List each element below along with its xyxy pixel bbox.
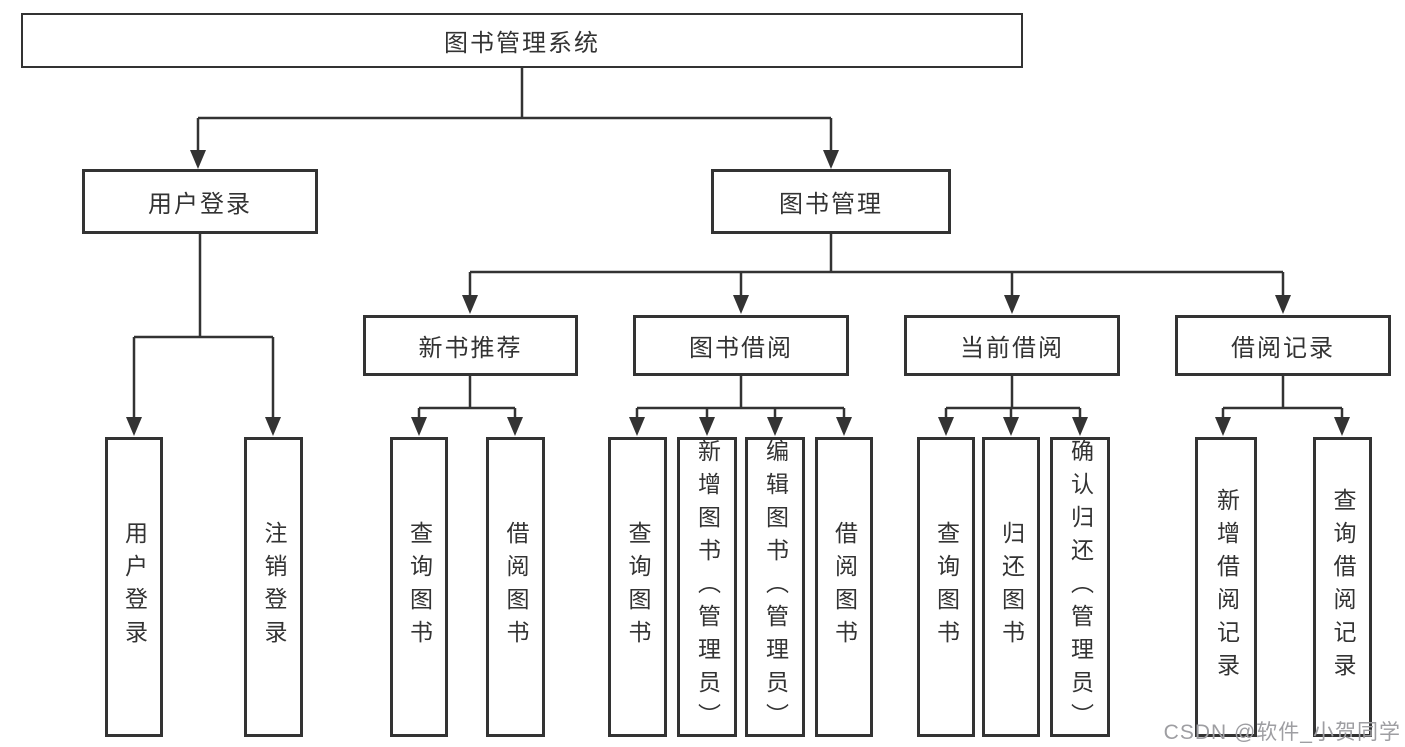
connector-records-to-leaves bbox=[1215, 376, 1350, 436]
leaf-current-confirm-return-admin: 确认归还（管理员） bbox=[1050, 437, 1110, 737]
leaf-borrow-query-books-label: 查询图书 bbox=[625, 521, 651, 653]
leaf-borrow-add-books-admin-label: 新增图书（管理员） bbox=[694, 438, 721, 736]
leaf-borrow-edit-books-admin-label: 编辑图书（管理员） bbox=[762, 438, 789, 736]
node-root-system: 图书管理系统 bbox=[21, 13, 1023, 68]
leaf-current-query-books-label: 查询图书 bbox=[933, 521, 960, 653]
leaf-recommend-query-books: 查询图书 bbox=[390, 437, 448, 737]
leaf-user-login-label: 用户登录 bbox=[121, 521, 148, 653]
leaf-borrow-edit-books-admin: 编辑图书（管理员） bbox=[745, 437, 805, 737]
node-current-borrow: 当前借阅 bbox=[904, 315, 1120, 376]
leaf-recommend-borrow-books: 借阅图书 bbox=[486, 437, 545, 737]
connector-borrow-to-leaves bbox=[629, 376, 852, 436]
node-current-borrow-label: 当前借阅 bbox=[960, 335, 1064, 362]
node-book-management: 图书管理 bbox=[711, 169, 951, 234]
node-root-label: 图书管理系统 bbox=[444, 30, 600, 57]
leaf-user-login: 用户登录 bbox=[105, 437, 163, 737]
leaf-recommend-query-books-label: 查询图书 bbox=[406, 521, 433, 653]
leaf-records-query-record-label: 查询借阅记录 bbox=[1330, 488, 1356, 686]
csdn-watermark: CSDN @软件_小贺同学 bbox=[1163, 721, 1401, 744]
leaf-current-confirm-return-admin-label: 确认归还（管理员） bbox=[1067, 438, 1094, 736]
node-new-book-recommend: 新书推荐 bbox=[363, 315, 578, 376]
node-borrow-records-label: 借阅记录 bbox=[1231, 335, 1335, 362]
leaf-recommend-borrow-books-label: 借阅图书 bbox=[503, 521, 529, 653]
leaf-borrow-borrow-books: 借阅图书 bbox=[815, 437, 873, 737]
leaf-borrow-query-books: 查询图书 bbox=[608, 437, 667, 737]
leaf-records-add-record: 新增借阅记录 bbox=[1195, 437, 1257, 737]
node-book-borrow-label: 图书借阅 bbox=[689, 335, 793, 362]
connector-management-to-level3 bbox=[462, 234, 1291, 314]
leaf-current-return-books-label: 归还图书 bbox=[998, 521, 1025, 653]
connector-recommend-to-leaves bbox=[411, 376, 523, 436]
leaf-current-return-books: 归还图书 bbox=[982, 437, 1040, 737]
connector-current-to-leaves bbox=[938, 376, 1088, 436]
leaf-current-query-books: 查询图书 bbox=[917, 437, 975, 737]
connector-login-to-leaves bbox=[126, 234, 281, 436]
node-book-borrow: 图书借阅 bbox=[633, 315, 849, 376]
leaf-records-add-record-label: 新增借阅记录 bbox=[1213, 488, 1240, 686]
connector-root-to-level2 bbox=[190, 68, 839, 169]
node-book-management-label: 图书管理 bbox=[779, 191, 883, 218]
node-user-login: 用户登录 bbox=[82, 169, 318, 234]
node-user-login-label: 用户登录 bbox=[148, 191, 252, 218]
leaf-logout-label: 注销登录 bbox=[261, 521, 287, 653]
node-new-book-recommend-label: 新书推荐 bbox=[418, 335, 523, 362]
leaf-borrow-add-books-admin: 新增图书（管理员） bbox=[677, 437, 737, 737]
node-borrow-records: 借阅记录 bbox=[1175, 315, 1391, 376]
leaf-borrow-borrow-books-label: 借阅图书 bbox=[831, 521, 858, 653]
leaf-logout: 注销登录 bbox=[244, 437, 303, 737]
leaf-records-query-record: 查询借阅记录 bbox=[1313, 437, 1372, 737]
